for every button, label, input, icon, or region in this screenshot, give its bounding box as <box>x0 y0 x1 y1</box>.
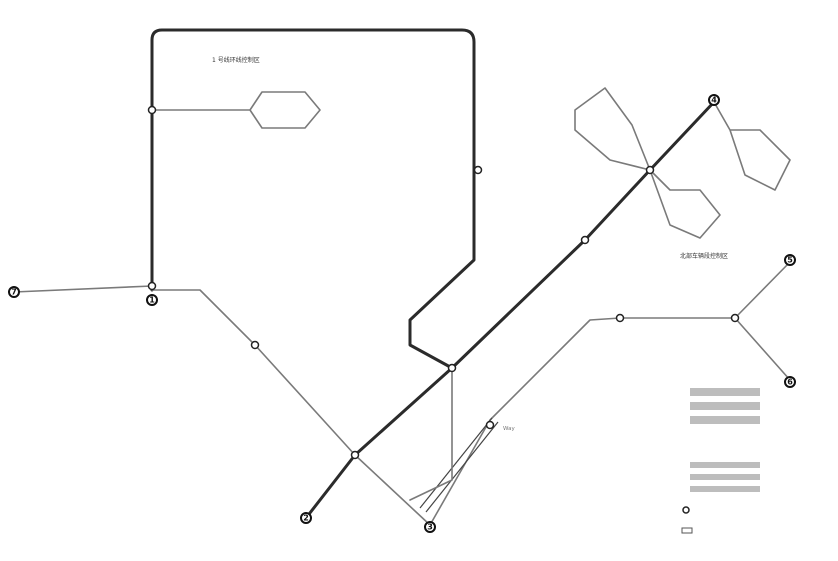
terminal-number: 7 <box>11 288 17 297</box>
east-diagonal-line <box>430 318 620 525</box>
west-spur-line <box>14 286 152 292</box>
north-loop-line <box>575 88 650 170</box>
station[interactable] <box>475 167 482 174</box>
station[interactable] <box>732 315 739 322</box>
area-label: 北部车辆段控制区 <box>680 252 728 260</box>
legend-bar <box>690 474 760 480</box>
station[interactable] <box>487 422 494 429</box>
legend-bar <box>690 416 760 424</box>
station[interactable] <box>149 283 156 290</box>
station[interactable] <box>252 342 259 349</box>
south-loop-line <box>650 170 720 238</box>
station[interactable] <box>352 452 359 459</box>
east-branch-southeast-line <box>735 318 790 380</box>
main-diagonal-line <box>306 102 714 518</box>
terminal-number: 3 <box>427 523 433 532</box>
terminal-number: 5 <box>787 256 793 265</box>
terminal-number: 6 <box>787 378 793 387</box>
terminal-number: 2 <box>303 514 309 523</box>
area-label: 1 号线环线控制区 <box>212 56 260 64</box>
legend-bar <box>690 462 760 468</box>
legend-dash-icon <box>682 528 692 533</box>
legend-bar <box>690 402 760 410</box>
terminal-number: 1 <box>149 296 155 305</box>
legend-bar <box>690 486 760 492</box>
southwest-diagonal-line <box>152 290 430 525</box>
east-diagonal-track-a <box>420 418 492 508</box>
station[interactable] <box>617 315 624 322</box>
station[interactable] <box>647 167 654 174</box>
station-label: Way <box>503 426 515 432</box>
east-loop-line <box>714 102 790 190</box>
inner-loop-line <box>152 92 320 128</box>
terminal-number: 4 <box>711 96 717 105</box>
east-branch-line <box>620 262 790 318</box>
main-line-loop <box>152 30 474 368</box>
station[interactable] <box>149 107 156 114</box>
legend-station-icon <box>683 507 689 513</box>
legend-bar <box>690 388 760 396</box>
east-diagonal-track-b <box>426 422 498 512</box>
station[interactable] <box>449 365 456 372</box>
station[interactable] <box>582 237 589 244</box>
legend <box>682 388 760 533</box>
